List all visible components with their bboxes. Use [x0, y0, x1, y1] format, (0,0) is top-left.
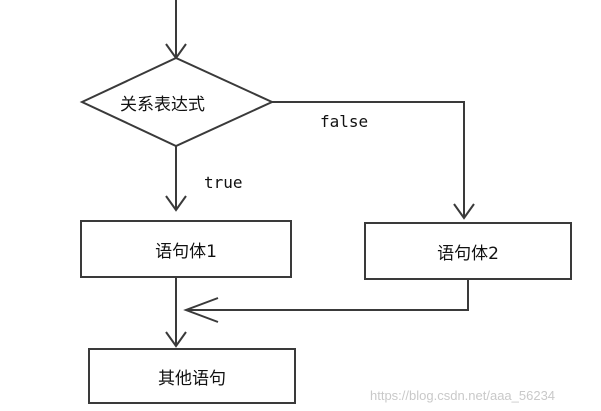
false-branch-arrowhead [453, 203, 475, 220]
other-statement-box: 其他语句 [88, 348, 296, 404]
merge-arrowhead-left [183, 297, 219, 323]
statement-box-1-label: 语句体1 [155, 241, 217, 262]
watermark-text: https://blog.csdn.net/aaa_56234 [370, 388, 556, 403]
false-label: false [320, 112, 369, 131]
true-branch-arrowhead [165, 195, 187, 212]
true-label: true [204, 173, 243, 192]
false-branch-line [272, 101, 465, 218]
statement-box-2: 语句体2 [364, 222, 572, 280]
condition-label: 关系表达式 [120, 95, 205, 115]
statement-box-1: 语句体1 [80, 220, 292, 278]
merge-line-right [186, 280, 469, 311]
other-statement-label: 其他语句 [158, 368, 226, 389]
statement-box-2-label: 语句体2 [437, 243, 499, 264]
merge-arrowhead-down [165, 331, 187, 348]
